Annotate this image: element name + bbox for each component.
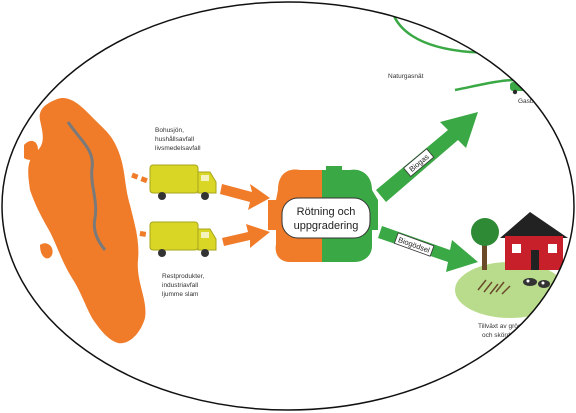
diagram-content: Naturgasnät Gasbil Bohusjön, hushållsavf… — [24, 2, 574, 344]
truck-icon — [149, 221, 217, 257]
source-bottom-label: industriavfall — [162, 282, 199, 289]
region-map-island — [40, 243, 53, 259]
arrow-orange — [220, 184, 270, 210]
house-icon — [500, 212, 568, 270]
tree-icon — [471, 218, 499, 270]
farm-label: och skörd — [482, 332, 511, 339]
farm-label: Tillväxt av grödor — [478, 323, 528, 330]
digester-label: Rötning och — [297, 206, 356, 218]
source-bottom-label: Restprodukter, — [162, 273, 204, 280]
source-top-label: hushållsavfall — [155, 135, 195, 143]
source-bottom-label: ljumme slam — [162, 291, 198, 298]
truck-icon — [149, 164, 217, 200]
vehicle-label: Gasbil — [518, 98, 537, 105]
river-line — [66, 121, 107, 251]
flow-dashed — [131, 172, 151, 185]
crops — [477, 279, 511, 295]
digester-icon — [268, 166, 378, 262]
farm-ground — [455, 262, 565, 318]
gas-network-line — [388, 2, 574, 54]
source-top-label: Bohusjön, — [155, 127, 184, 134]
flow-dashed — [129, 229, 151, 238]
digester-label: uppgradering — [294, 220, 359, 232]
cows-icon — [523, 278, 550, 288]
network-label: Naturgasnät — [388, 73, 424, 80]
arrow-orange — [222, 224, 270, 248]
region-map-island — [24, 140, 38, 160]
source-top-label: livsmedelsavfall — [155, 145, 201, 152]
region-map — [28, 98, 146, 344]
